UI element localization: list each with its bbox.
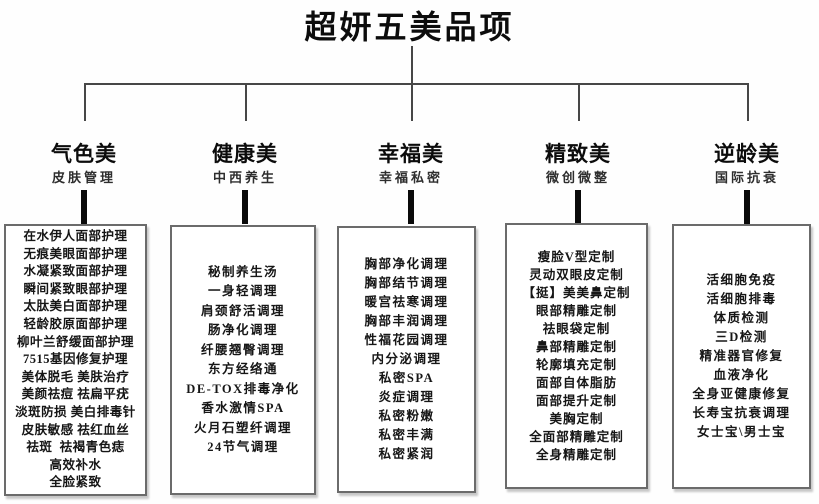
service-item: 面部提升定制 — [535, 394, 617, 408]
service-item: 秘制养生汤 — [207, 264, 278, 279]
service-item: 灵动双眼皮定制 — [529, 268, 624, 282]
service-item: 精准器官修复 — [699, 349, 784, 363]
service-item: 胸部净化调理 — [364, 257, 449, 271]
branch-title: 幸福美 — [378, 143, 444, 166]
branch-header-nilingmei: 逆龄美 国际抗衰 — [667, 142, 819, 187]
service-item: 火月石塑纤调理 — [193, 420, 292, 435]
service-box-jingzhimei: 瘦脸V型定制灵动双眼皮定制【挺】美美鼻定制眼部精雕定制祛眼袋定制鼻部精雕定制轮廓… — [505, 223, 648, 489]
service-item: 高效补水 — [49, 457, 102, 472]
branch-header-jiankangmei: 健康美 中西养生 — [165, 142, 325, 187]
branch-title: 逆龄美 — [714, 143, 780, 166]
service-item: 私密丰满 — [378, 428, 435, 442]
branch-subtitle: 皮肤管理 — [51, 170, 116, 185]
connector-stub-branch5 — [744, 190, 750, 224]
service-item: 太肽美白面部护理 — [23, 299, 128, 314]
service-item: 内分泌调理 — [371, 352, 442, 366]
connector-stub-branch3 — [408, 190, 414, 224]
service-item: 全身精雕定制 — [535, 448, 617, 462]
service-item: 美胸定制 — [549, 412, 604, 426]
service-item: 胸部结节调理 — [364, 276, 449, 290]
service-item: 24节气调理 — [207, 440, 279, 454]
service-item: 眼部精雕定制 — [535, 304, 617, 318]
service-item: 瘦脸V型定制 — [537, 250, 616, 264]
connector-horizontal — [84, 83, 748, 85]
connector-branch4-drop — [578, 83, 580, 121]
connector-branch1-drop — [84, 83, 86, 121]
service-item: DE-TOX排毒净化 — [186, 381, 300, 396]
service-item: 皮肤敏感 祛红血丝 — [21, 422, 130, 437]
service-item: 柳叶兰舒缓面部护理 — [16, 334, 134, 349]
service-item: 香水激情SPA — [201, 401, 285, 415]
branch-title: 健康美 — [212, 143, 278, 166]
service-item: 一身轻调理 — [207, 284, 278, 298]
branch-header-jingzhimei: 精致美 微创微整 — [498, 142, 658, 187]
service-item: 纤腰翘臀调理 — [200, 342, 285, 357]
service-item: 全身亚健康修复 — [692, 387, 791, 401]
service-item: 肠净化调理 — [207, 323, 278, 337]
service-item: 鼻部精雕定制 — [535, 340, 617, 354]
service-item: 暖宫祛寒调理 — [364, 295, 449, 309]
service-item: 活细胞免疫 — [706, 273, 777, 287]
service-item: 祛斑 祛褐青色痣 — [26, 440, 125, 455]
service-item: 性福花园调理 — [364, 333, 449, 347]
service-item: 血液净化 — [713, 368, 770, 382]
service-item: 活细胞排毒 — [706, 292, 777, 306]
branch-subtitle: 幸福私密 — [378, 170, 443, 185]
service-item: 面部自体脂肪 — [535, 376, 617, 390]
service-item: 私密粉嫩 — [378, 409, 435, 423]
service-item: 【挺】美美鼻定制 — [522, 286, 631, 300]
service-item: 东方经络通 — [207, 362, 278, 376]
service-item: 淡斑防损 美白排毒针 — [15, 404, 136, 419]
branch-subtitle: 中西养生 — [212, 170, 277, 185]
connector-stub-branch1 — [81, 190, 87, 224]
service-item: 轻龄胶原面部护理 — [23, 317, 128, 332]
service-item: 水凝紧致面部护理 — [23, 264, 128, 279]
branch-title: 气色美 — [51, 143, 117, 166]
branch-subtitle: 微创微整 — [545, 170, 610, 185]
service-item: 私密紧润 — [378, 447, 435, 461]
service-item: 体质检测 — [713, 311, 770, 325]
branch-title: 精致美 — [545, 143, 611, 166]
service-item: 在水伊人面部护理 — [23, 229, 128, 244]
service-item: 炎症调理 — [378, 390, 435, 404]
branch-header-qisemei: 气色美 皮肤管理 — [4, 142, 164, 187]
page-title: 超妍五美品项 — [304, 9, 515, 45]
branch-subtitle: 国际抗衰 — [714, 170, 779, 185]
service-item: 三D检测 — [715, 330, 768, 344]
service-box-xingfumei: 胸部净化调理胸部结节调理暖宫祛寒调理胸部丰润调理性福花园调理内分泌调理私密SPA… — [337, 226, 476, 493]
service-item: 轮廓填充定制 — [535, 358, 617, 372]
branch-header-xingfumei: 幸福美 幸福私密 — [331, 142, 491, 187]
service-item: 瞬间紧致眼部护理 — [23, 281, 128, 296]
connector-branch5-drop — [747, 83, 749, 121]
service-item: 美颜祛痘 祛扁平疣 — [21, 387, 130, 402]
service-item: 全面部精雕定制 — [529, 430, 624, 444]
service-item: 长寿宝抗衰调理 — [692, 406, 791, 420]
service-box-jiankangmei: 秘制养生汤一身轻调理肩颈舒活调理肠净化调理纤腰翘臀调理东方经络通 DE-TOX排毒… — [170, 225, 316, 495]
service-item: 全脸紧致 — [49, 475, 102, 490]
service-item: 肩颈舒活调理 — [200, 303, 285, 318]
service-item: 胸部丰润调理 — [364, 314, 449, 328]
service-item: 祛眼袋定制 — [542, 322, 611, 336]
service-box-nilingmei: 活细胞免疫活细胞排毒体质检测三D检测精准器官修复血液净化全身亚健康修复长寿宝抗衰… — [672, 224, 811, 489]
service-item: 美体脱毛 美肤治疗 — [21, 369, 130, 384]
connector-stub-branch4 — [575, 190, 581, 224]
service-item: 7515基因修复护理 — [22, 352, 128, 367]
connector-stub-branch2 — [242, 190, 248, 224]
service-item: 私密SPA — [378, 371, 435, 385]
service-item: 女士宝\男士宝 — [697, 425, 786, 439]
service-item: 无痕美眼面部护理 — [23, 246, 128, 261]
connector-branch2-drop — [245, 83, 247, 121]
service-box-qisemei: 在水伊人面部护理无痕美眼面部护理水凝紧致面部护理瞬间紧致眼部护理太肽美白面部护理… — [4, 224, 147, 496]
